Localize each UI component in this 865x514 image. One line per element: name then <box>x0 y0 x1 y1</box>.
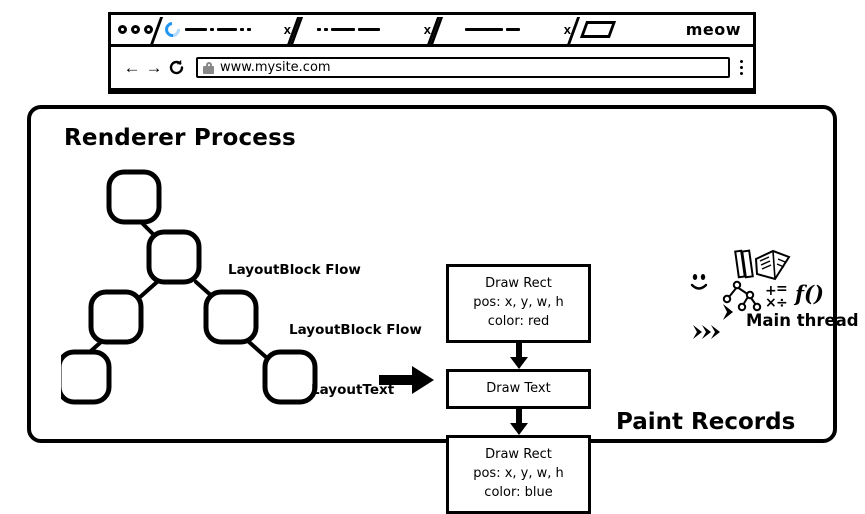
book-lines <box>759 256 786 270</box>
paint-record-line: pos: x, y, w, h <box>473 466 564 482</box>
tab-title-placeholder <box>185 25 280 35</box>
forward-arrow-icon[interactable]: → <box>145 58 163 77</box>
paint-record-line: color: blue <box>484 485 553 501</box>
window-control-maximize[interactable] <box>144 25 153 34</box>
loading-spinner-icon <box>161 18 184 41</box>
window-controls <box>111 25 155 34</box>
paint-record-connector-arrow <box>446 409 591 436</box>
browser-tab-3[interactable]: x <box>429 16 581 45</box>
layout-tree-svg <box>61 169 318 405</box>
layout-tree-diagram: LayoutBlock Flow LayoutBlock Flow Layout… <box>61 164 422 429</box>
padlock-icon <box>203 61 214 74</box>
function-icon: f() <box>793 281 824 306</box>
kebab-menu-icon[interactable] <box>740 60 745 75</box>
node-tree-icon <box>722 280 762 312</box>
paint-record-connector-arrow <box>446 342 591 369</box>
page-title: Renderer Process <box>64 125 296 151</box>
paint-record-line: Draw Text <box>486 380 551 396</box>
tree-node-block-right <box>203 289 259 345</box>
math-operators-icon: + = × ÷ <box>765 281 788 311</box>
tab-strip: x x x meow <box>111 15 753 47</box>
back-arrow-icon[interactable]: ← <box>123 58 141 77</box>
svg-text:÷: ÷ <box>776 295 788 311</box>
tab-title-placeholder <box>317 25 420 35</box>
smile-icon <box>690 283 708 290</box>
main-thread-illustration: + = × ÷ f() Main thread <box>671 249 861 344</box>
open-book-icon <box>754 249 791 281</box>
tree-node-block-left <box>88 289 144 345</box>
window-control-close[interactable] <box>118 25 127 34</box>
navigation-bar: ← → www.mysite.com <box>111 47 753 91</box>
browser-tab-1[interactable]: x <box>149 16 301 45</box>
renderer-process-panel: Renderer Process LayoutBlock Flow <box>27 105 859 514</box>
new-tab-icon[interactable] <box>579 21 617 38</box>
svg-text:×: × <box>765 295 777 311</box>
paint-step-arrow <box>379 365 435 395</box>
main-thread-label: Main thread <box>746 311 859 330</box>
tab-close-icon[interactable]: x <box>563 22 571 37</box>
books-icon <box>734 249 754 279</box>
paint-records-list: Draw Rect pos: x, y, w, h color: red Dra… <box>446 264 591 514</box>
tree-node-text-left <box>61 349 112 405</box>
window-control-minimize[interactable] <box>131 25 140 34</box>
tab-close-icon[interactable]: x <box>423 22 431 37</box>
tree-node-text-right <box>262 349 318 405</box>
chevron-trail-icon <box>693 304 733 339</box>
tree-label-root-flow: LayoutBlock Flow <box>228 262 361 278</box>
url-text: www.mysite.com <box>220 60 331 75</box>
paint-record-box[interactable]: Draw Text <box>446 368 591 410</box>
address-bar[interactable]: www.mysite.com <box>196 57 730 78</box>
paint-record-box[interactable]: Draw Rect pos: x, y, w, h color: red <box>446 264 591 343</box>
browser-window: x x x meow ← → <box>108 12 756 94</box>
paint-records-heading: Paint Records <box>616 409 796 435</box>
browser-tab-2[interactable]: x <box>289 16 441 45</box>
tab-title-placeholder <box>465 25 560 35</box>
svg-text:=: = <box>776 281 788 297</box>
tab-close-icon[interactable]: x <box>283 22 291 37</box>
tree-label-child-flow: LayoutBlock Flow <box>289 322 422 338</box>
paint-record-line: Draw Rect <box>485 447 552 463</box>
tree-label-text-node: LayoutText <box>311 382 395 398</box>
paint-record-box[interactable]: Draw Rect pos: x, y, w, h color: blue <box>446 435 591 514</box>
svg-text:+: + <box>765 283 777 299</box>
paint-record-line: Draw Rect <box>485 276 552 291</box>
reload-icon[interactable] <box>165 59 187 76</box>
tree-node-block <box>146 229 202 285</box>
tree-node-root <box>106 169 162 225</box>
paint-record-line: color: red <box>487 313 550 329</box>
paint-record-line: pos: x, y, w, h <box>473 294 564 310</box>
browser-brand-label: meow <box>685 20 741 39</box>
smiley-blob-icon <box>692 274 706 280</box>
